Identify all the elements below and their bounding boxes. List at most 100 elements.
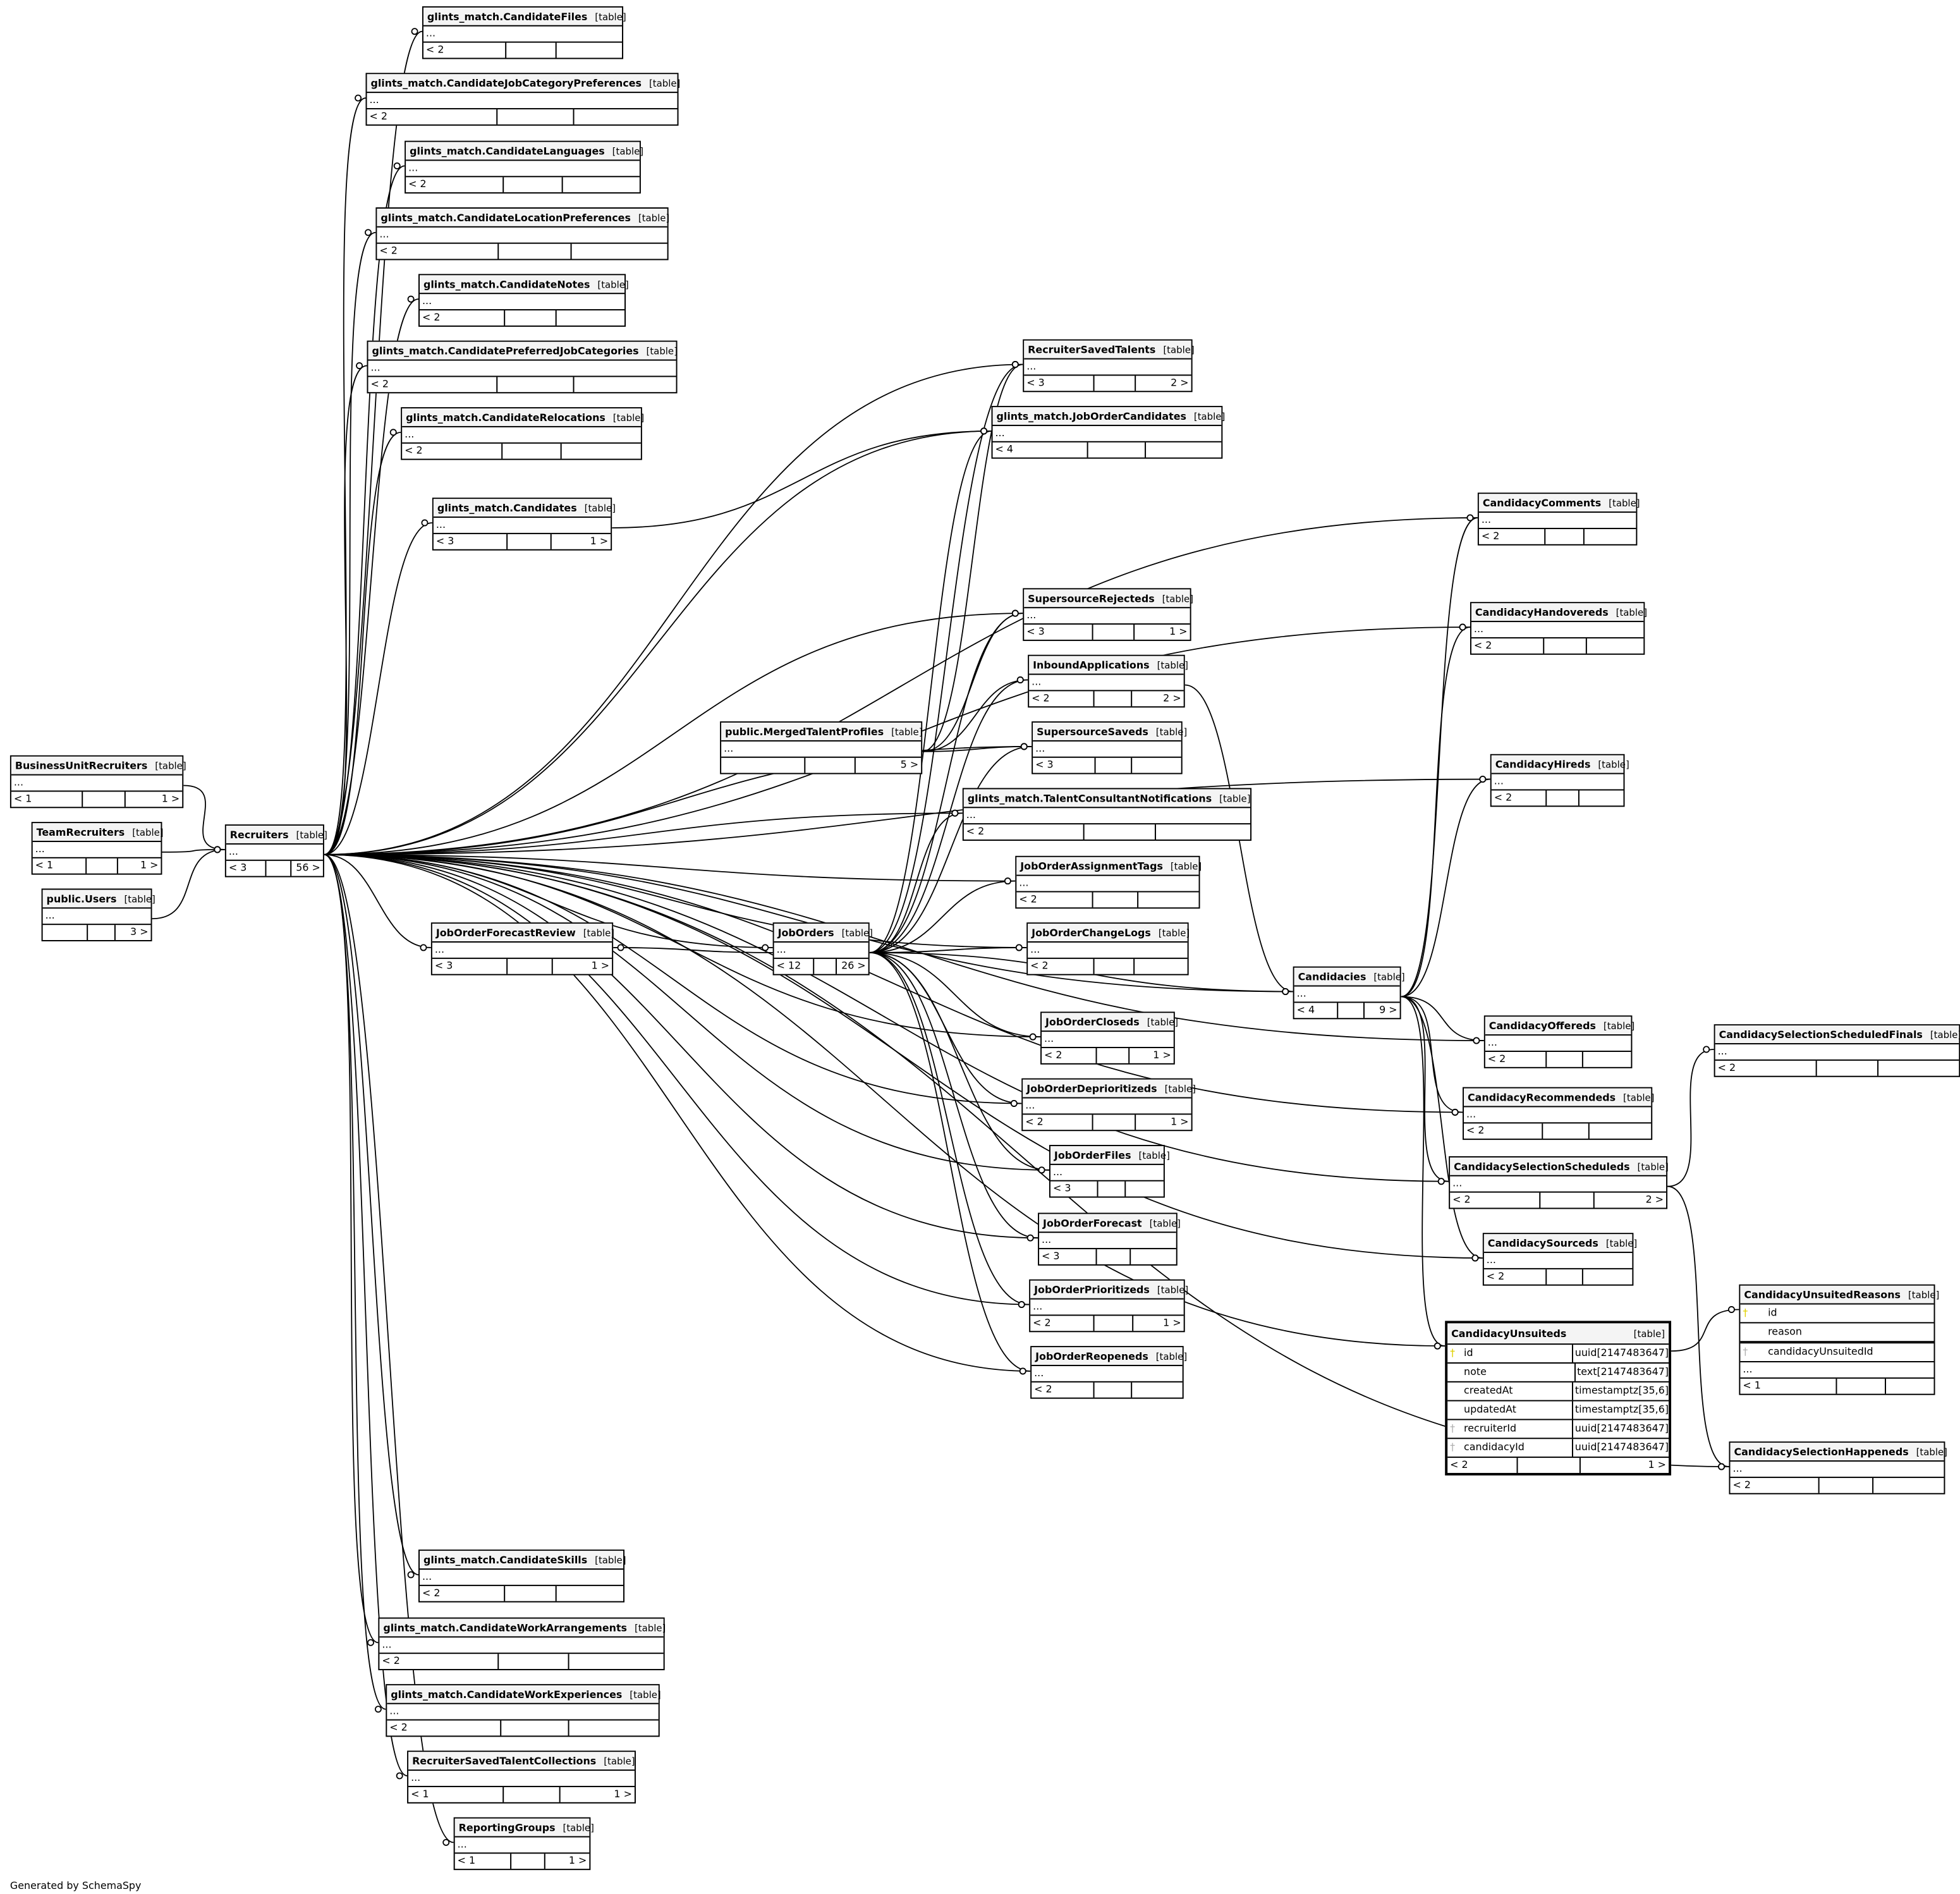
more-columns-row[interactable]: ... [1024, 608, 1190, 625]
table-candidate-work-arrangements[interactable]: glints_match.CandidateWorkArrangements[t… [378, 1617, 666, 1671]
table-candidacy-hireds[interactable]: CandidacyHireds[table]...< 2 [1490, 754, 1629, 807]
table-name[interactable]: JobOrderForecastReview [435, 927, 576, 939]
parents-link[interactable]: < 2 [423, 42, 507, 58]
table-name[interactable]: CandidacyOffereds [1488, 1020, 1596, 1032]
table-header[interactable]: SupersourceSaveds[table] [1033, 723, 1187, 742]
table-candidate-languages[interactable]: glints_match.CandidateLanguages[table]..… [405, 140, 643, 194]
table-header[interactable]: JobOrderReopeneds[table] [1032, 1347, 1187, 1366]
children-link[interactable] [563, 177, 640, 192]
table-talent-consultant-notifications[interactable]: glints_match.TalentConsultantNotificatio… [962, 788, 1252, 841]
parents-link[interactable]: < 2 [1042, 1048, 1097, 1063]
table-header[interactable]: JobOrderDeprioritizeds[table] [1023, 1079, 1196, 1099]
table-header[interactable]: CandidacyOffereds[table] [1485, 1017, 1634, 1036]
children-link[interactable] [1155, 824, 1250, 840]
table-name[interactable]: JobOrders [777, 927, 834, 939]
parents-link[interactable]: < 2 [1450, 1192, 1541, 1208]
parents-link[interactable]: < 3 [434, 534, 508, 549]
table-candidate-skills[interactable]: glints_match.CandidateSkills[table]...< … [418, 1549, 626, 1603]
table-job-order-assignment-tags[interactable]: JobOrderAssignmentTags[table]...< 2 [1015, 855, 1202, 909]
more-columns-row[interactable]: ... [1294, 987, 1400, 1003]
more-columns-row[interactable]: ... [992, 426, 1222, 443]
table-candidacy-sourceds[interactable]: CandidacySourceds[table]...< 2 [1482, 1233, 1637, 1286]
table-header[interactable]: glints_match.CandidateWorkExperiences[ta… [387, 1685, 661, 1704]
parents-link[interactable]: < 2 [402, 443, 502, 459]
parents-link[interactable]: < 2 [1447, 1458, 1519, 1473]
table-name[interactable]: glints_match.Candidates [437, 502, 577, 514]
more-columns-row[interactable]: ... [402, 427, 641, 444]
column-row[interactable]: reason [1740, 1323, 1934, 1343]
children-link[interactable] [562, 444, 641, 459]
children-link[interactable] [1873, 1478, 1944, 1493]
table-header[interactable]: RecruiterSavedTalents[table] [1024, 340, 1195, 360]
table-header[interactable]: Candidacies[table] [1294, 967, 1405, 987]
children-link[interactable] [1589, 1123, 1651, 1139]
table-header[interactable]: public.Users[table] [42, 889, 155, 909]
table-candidate-job-category-preferences[interactable]: glints_match.CandidateJobCategoryPrefere… [365, 73, 680, 126]
more-columns-row[interactable]: ... [419, 1570, 624, 1586]
children-link[interactable]: 1 > [1169, 626, 1188, 637]
table-name[interactable]: glints_match.CandidateLocationPreference… [380, 211, 631, 223]
table-candidate-work-experiences[interactable]: glints_match.CandidateWorkExperiences[ta… [386, 1683, 661, 1737]
children-link[interactable]: 26 > [841, 960, 866, 972]
table-name[interactable]: JobOrderReopeneds [1035, 1350, 1148, 1362]
more-columns-row[interactable]: ... [1464, 1107, 1652, 1124]
more-columns-row[interactable]: ... [1039, 1233, 1176, 1250]
more-columns-row[interactable]: ... [11, 776, 183, 792]
table-header[interactable]: CandidacySourceds[table] [1483, 1234, 1637, 1254]
parents-link[interactable]: < 2 [406, 177, 504, 193]
parents-link[interactable]: < 2 [1464, 1123, 1543, 1139]
children-link[interactable] [1584, 529, 1636, 544]
more-columns-row[interactable]: ... [1042, 1032, 1174, 1048]
more-columns-row[interactable]: ... [408, 1771, 635, 1787]
parents-link[interactable]: < 3 [432, 958, 508, 974]
parents-link[interactable]: < 2 [1023, 1115, 1094, 1130]
parents-link[interactable]: < 3 [1024, 376, 1095, 391]
more-columns-row[interactable]: ... [1730, 1462, 1944, 1478]
more-columns-row[interactable]: ... [1016, 876, 1199, 893]
table-name[interactable]: public.Users [46, 893, 117, 905]
parents-link[interactable]: < 12 [774, 958, 814, 974]
table-name[interactable]: JobOrderFiles [1054, 1149, 1131, 1161]
parents-link[interactable]: < 2 [1030, 1316, 1095, 1331]
table-candidate-relocations[interactable]: glints_match.CandidateRelocations[table]… [401, 407, 644, 460]
table-header[interactable]: CandidacyHireds[table] [1491, 755, 1629, 774]
children-link[interactable]: 1 > [161, 793, 180, 805]
table-name[interactable]: Recruiters [229, 829, 289, 840]
table-header[interactable]: glints_match.CandidatePreferredJobCatego… [368, 341, 678, 361]
table-name[interactable]: InboundApplications [1033, 659, 1150, 671]
more-columns-row[interactable]: ... [406, 161, 640, 178]
table-name[interactable]: CandidacySelectionHappeneds [1734, 1446, 1909, 1458]
more-columns-row[interactable]: ... [423, 27, 623, 43]
children-link[interactable] [1885, 1379, 1934, 1394]
children-link[interactable] [556, 1586, 623, 1601]
table-merged-talent-profiles[interactable]: public.MergedTalentProfiles[table]...5 > [720, 721, 923, 774]
more-columns-row[interactable]: ... [1450, 1176, 1667, 1193]
parents-link[interactable]: < 2 [379, 1654, 499, 1670]
table-header[interactable]: CandidacyUnsuitedReasons[table] [1740, 1285, 1939, 1305]
parents-link[interactable]: < 2 [1715, 1060, 1818, 1076]
more-columns-row[interactable]: ... [963, 808, 1251, 825]
table-header[interactable]: CandidacyComments[table] [1478, 494, 1640, 513]
table-header[interactable]: BusinessUnitRecruiters[table] [11, 756, 186, 776]
parents-link[interactable] [43, 925, 88, 941]
parents-link[interactable]: < 3 [1050, 1181, 1099, 1197]
children-link[interactable]: 1 > [568, 1855, 587, 1867]
table-name[interactable]: glints_match.CandidatePreferredJobCatego… [372, 345, 639, 357]
table-header[interactable]: JobOrderChangeLogs[table] [1028, 924, 1190, 943]
table-name[interactable]: SupersourceRejecteds [1028, 592, 1155, 604]
more-columns-row[interactable]: ... [419, 294, 625, 311]
parents-link[interactable]: < 2 [1492, 790, 1547, 806]
parents-link[interactable]: < 2 [420, 310, 506, 326]
children-link[interactable]: 1 > [590, 535, 609, 547]
